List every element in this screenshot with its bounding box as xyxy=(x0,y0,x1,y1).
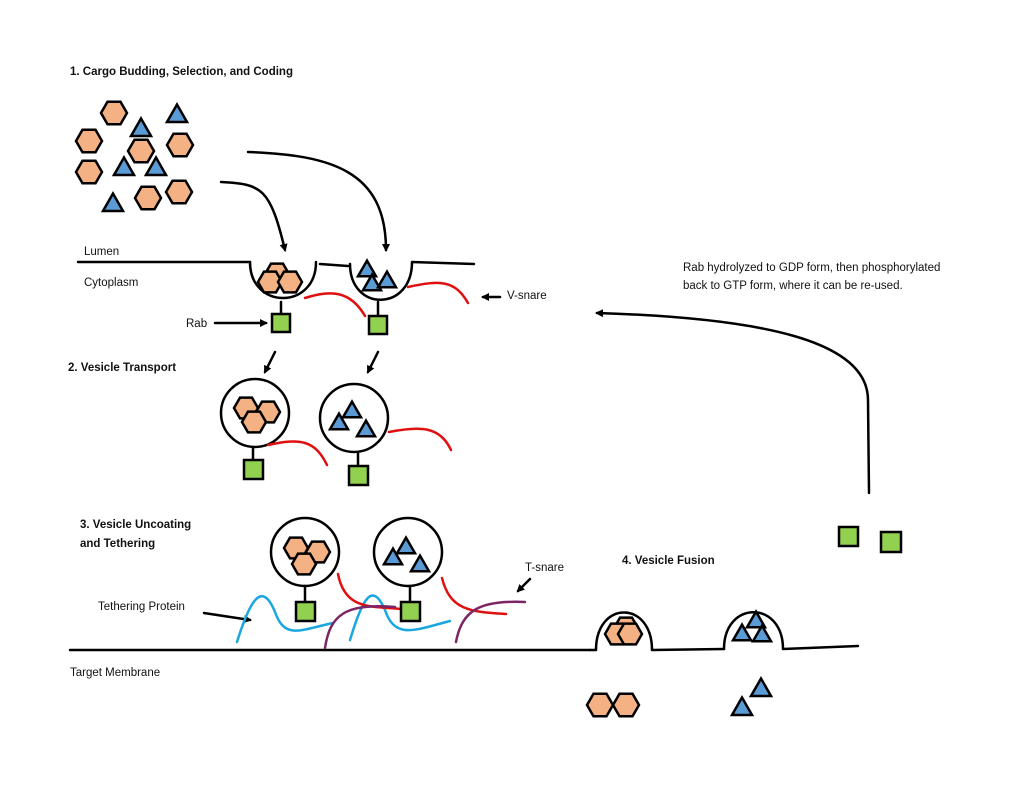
transport-rab-1 xyxy=(242,458,265,481)
selection-arrow-triangles xyxy=(246,150,390,252)
tethering-protein-label: Tethering Protein xyxy=(98,601,185,613)
cargo-hexagon xyxy=(165,132,195,158)
tethered-rab-1 xyxy=(294,600,317,623)
cargo-hexagon xyxy=(74,159,104,185)
fusion-cargo-triangle xyxy=(750,623,774,643)
released-cargo-triangle xyxy=(748,676,774,698)
released-cargo-hexagon xyxy=(585,692,615,718)
cargo-triangle xyxy=(143,155,169,177)
cargo-hexagon xyxy=(126,138,156,164)
t-snare-label: T-snare xyxy=(525,562,564,574)
step-1-title: 1. Cargo Budding, Selection, and Coding xyxy=(70,66,293,78)
bud-2-coat xyxy=(348,260,476,301)
tethered-v-snare-1 xyxy=(336,572,403,611)
recycled-rab-2 xyxy=(879,530,903,554)
transport-arrow-1 xyxy=(263,350,277,374)
cargo-hexagon xyxy=(99,100,129,126)
tethered-cargo-triangle xyxy=(394,535,418,555)
donor-membrane-middle xyxy=(318,262,350,268)
cargo-triangle xyxy=(128,116,154,138)
lumen-label: Lumen xyxy=(84,246,120,258)
fusion-cargo-triangle xyxy=(744,609,768,629)
rab-recycling-note-line1: Rab hydrolyzed to GDP form, then phospho… xyxy=(683,262,941,274)
v-snare-bud-1 xyxy=(303,292,367,318)
t-snare-2 xyxy=(454,600,527,644)
tethering-protein-2 xyxy=(348,594,452,642)
cargo-triangle xyxy=(111,155,137,177)
fusion-membrane-1 xyxy=(588,611,726,652)
cargo-triangle xyxy=(164,102,190,124)
tethering-pointer-arrow xyxy=(202,611,252,624)
tethered-rab-2 xyxy=(399,600,422,623)
target-membrane-label: Target Membrane xyxy=(70,667,161,679)
rab-label: Rab xyxy=(186,318,208,330)
cargo-hexagon xyxy=(164,179,194,205)
bud-2-cargo-triangle xyxy=(360,272,384,292)
v-snare-label: V-snare xyxy=(507,290,547,302)
v-snare-bud-2 xyxy=(406,281,470,305)
rab-protein-bud-1 xyxy=(270,312,292,334)
tethered-cargo-hexagon xyxy=(290,552,318,576)
transport-v-snare-1 xyxy=(266,440,329,467)
transport-arrow-2 xyxy=(366,350,380,374)
tethered-v-snare-2 xyxy=(440,576,508,616)
rab-protein-bud-2 xyxy=(367,314,389,336)
t-snare-pointer-arrow xyxy=(516,577,532,593)
rab-recycling-note-line2: back to GTP form, where it can be re-use… xyxy=(683,280,903,292)
step-4-title: 4. Vesicle Fusion xyxy=(622,555,715,567)
t-snare-1 xyxy=(323,605,397,650)
bud-1-coat xyxy=(248,260,318,300)
bud-1-cargo-hexagon xyxy=(256,270,284,294)
bud-1-cargo-hexagon xyxy=(276,270,304,294)
tethered-cargo-triangle xyxy=(408,553,432,573)
tethering-protein-1 xyxy=(235,595,335,644)
cargo-hexagon xyxy=(133,185,163,211)
step-3-title-line1: 3. Vesicle Uncoating xyxy=(80,519,192,531)
transport-cargo-hexagon xyxy=(240,410,268,434)
selection-arrow-hexagons xyxy=(219,180,288,252)
cytoplasm-label: Cytoplasm xyxy=(84,277,139,289)
rab-recycling-note: Rab hydrolyzed to GDP form, then phospho… xyxy=(683,259,983,295)
transport-cargo-triangle xyxy=(327,411,351,431)
recycled-rab-1 xyxy=(837,525,860,548)
bud-2-cargo-triangle xyxy=(375,269,399,289)
transport-cargo-triangle xyxy=(354,418,378,438)
step-3-title-line2: and Tethering xyxy=(80,538,156,550)
rab-recycling-arrow xyxy=(595,309,871,495)
fusion-cargo-triangle xyxy=(730,622,754,642)
cargo-hexagon xyxy=(74,128,104,154)
transport-v-snare-2 xyxy=(387,427,453,452)
fusion-cargo-hexagon xyxy=(616,622,644,646)
released-cargo-triangle xyxy=(729,695,755,717)
transport-rab-2 xyxy=(347,464,370,487)
released-cargo-hexagon xyxy=(611,692,641,718)
cargo-triangle xyxy=(100,191,126,213)
bud-2-cargo-triangle xyxy=(355,258,379,278)
transport-cargo-triangle xyxy=(340,399,364,419)
tethered-cargo-triangle xyxy=(381,546,405,566)
step-2-title: 2. Vesicle Transport xyxy=(68,362,177,374)
